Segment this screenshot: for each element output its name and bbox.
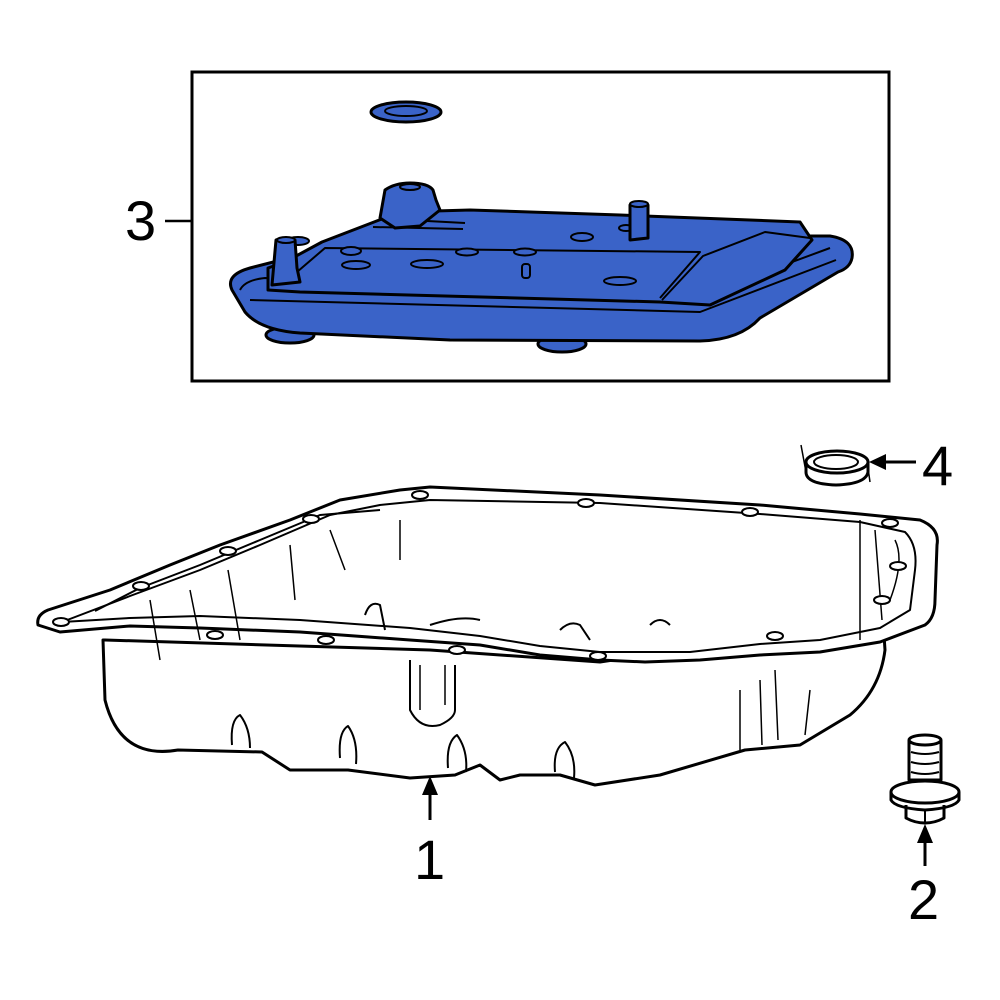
callout-4-label[interactable]: 4 [922,434,954,497]
pan-bolt[interactable] [889,733,961,825]
callout-2-label[interactable]: 2 [908,868,940,931]
filter-assembly[interactable] [229,100,854,354]
transmission-pan[interactable] [36,485,939,787]
seal-ring[interactable] [800,444,871,487]
callout-1-label[interactable]: 1 [414,828,446,891]
callout-1-arrowhead [422,776,438,795]
highlight-inset-box [190,70,891,383]
callout-4-arrowhead [869,454,886,470]
callout-2-arrowhead [917,824,933,843]
callout-3-label[interactable]: 3 [125,189,157,252]
filter-o-ring[interactable] [369,100,443,124]
